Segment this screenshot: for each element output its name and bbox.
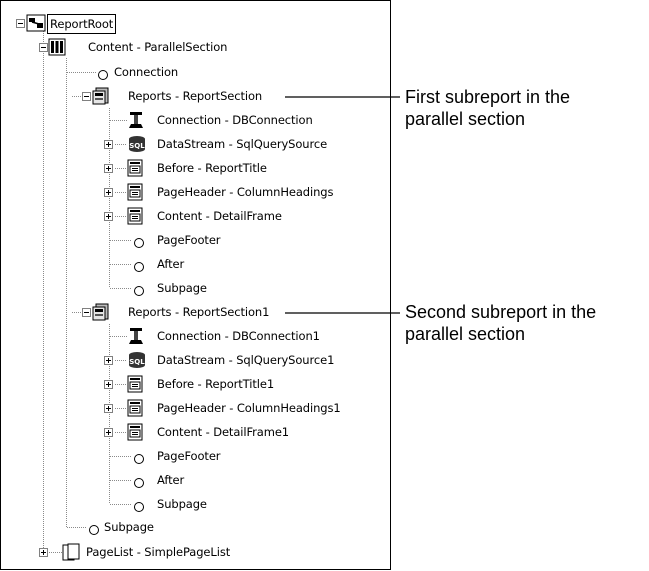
frame-icon — [127, 423, 143, 445]
tree-node-label-r1-ph[interactable]: PageHeader - ColumnHeadings — [157, 185, 334, 199]
tree-node-label-r1-ds[interactable]: DataStream - SqlQuerySource — [157, 137, 328, 151]
tree-toggle-pagelist[interactable] — [39, 548, 48, 557]
svg-text:SQL: SQL — [129, 142, 145, 150]
tree-panel — [0, 0, 391, 570]
tree-node-label-r1-after[interactable]: After — [157, 257, 185, 271]
tree-toggle-r2-ph[interactable] — [104, 404, 113, 413]
empty-slot-icon — [133, 234, 145, 253]
frame-icon — [127, 159, 143, 181]
tree-node-label-r2-ph[interactable]: PageHeader - ColumnHeadings1 — [157, 401, 341, 415]
frame-icon — [127, 399, 143, 421]
sql-datastream-icon: SQL — [127, 135, 147, 157]
tree-toggle-r1-content[interactable] — [104, 212, 113, 221]
empty-slot-icon — [133, 474, 145, 493]
tree-node-label-reports2[interactable]: Reports - ReportSection1 — [128, 305, 270, 319]
empty-slot-icon — [97, 66, 109, 85]
db-connection-icon — [127, 327, 147, 349]
empty-slot-icon — [133, 258, 145, 277]
report-root-icon — [26, 14, 46, 36]
frame-icon — [127, 183, 143, 205]
annotation-first-line1: First subreport in the — [405, 87, 571, 107]
tree-toggle-r2-before[interactable] — [104, 380, 113, 389]
tree-node-label-r1-sub[interactable]: Subpage — [157, 281, 207, 295]
tree-node-label-connection[interactable]: Connection — [114, 65, 179, 79]
annotation-second-line1: Second subreport in the — [405, 302, 597, 322]
empty-slot-icon — [133, 498, 145, 517]
empty-slot-icon — [88, 521, 100, 540]
annotation-first-subreport: First subreport in the parallel section — [405, 86, 570, 130]
tree-toggle-root[interactable] — [16, 19, 25, 28]
tree-node-label-r2-sub[interactable]: Subpage — [157, 497, 207, 511]
report-section-icon — [92, 87, 114, 109]
empty-slot-icon — [133, 450, 145, 469]
page-list-icon — [62, 543, 82, 565]
sql-datastream-icon: SQL — [127, 351, 147, 373]
annotation-first-line2: parallel section — [405, 109, 526, 129]
tree-toggle-r2-content[interactable] — [104, 428, 113, 437]
tree-node-label-r2-pf[interactable]: PageFooter — [157, 449, 221, 463]
tree-node-label-r2-content[interactable]: Content - DetailFrame1 — [157, 425, 290, 439]
tree-node-label-r2-after[interactable]: After — [157, 473, 185, 487]
tree-toggle-r1-before[interactable] — [104, 164, 113, 173]
frame-icon — [127, 375, 143, 397]
svg-text:SQL: SQL — [129, 358, 145, 366]
tree-node-label-r1-conn[interactable]: Connection - DBConnection — [157, 113, 313, 127]
db-connection-icon — [127, 111, 147, 133]
tree-node-label-pagelist[interactable]: PageList - SimplePageList — [86, 545, 231, 559]
tree-node-label-content[interactable]: Content - ParallelSection — [88, 40, 228, 54]
tree-node-label-r1-before[interactable]: Before - ReportTitle — [157, 161, 267, 175]
tree-node-label-r2-conn[interactable]: Connection - DBConnection1 — [157, 329, 320, 343]
tree-toggle-reports2[interactable] — [82, 308, 91, 317]
tree-node-label-subpage[interactable]: Subpage — [104, 520, 154, 534]
empty-slot-icon — [133, 282, 145, 301]
annotation-second-line2: parallel section — [405, 324, 526, 344]
tree-toggle-content[interactable] — [39, 43, 48, 52]
tree-toggle-reports1[interactable] — [82, 92, 91, 101]
tree-toggle-r1-ds[interactable] — [104, 140, 113, 149]
tree-node-label-r2-before[interactable]: Before - ReportTitle1 — [157, 377, 275, 391]
tree-toggle-r2-ds[interactable] — [104, 356, 113, 365]
tree-node-label-root[interactable]: ReportRoot — [47, 14, 117, 34]
parallel-section-icon — [48, 38, 66, 60]
report-section-icon — [92, 303, 114, 325]
frame-icon — [127, 207, 143, 229]
tree-node-label-r1-pf[interactable]: PageFooter — [157, 233, 221, 247]
annotation-second-subreport: Second subreport in the parallel section — [405, 301, 596, 345]
tree-node-label-reports1[interactable]: Reports - ReportSection — [128, 89, 263, 103]
tree-toggle-r1-ph[interactable] — [104, 188, 113, 197]
tree-node-label-r2-ds[interactable]: DataStream - SqlQuerySource1 — [157, 353, 335, 367]
tree-node-label-r1-content[interactable]: Content - DetailFrame — [157, 209, 282, 223]
